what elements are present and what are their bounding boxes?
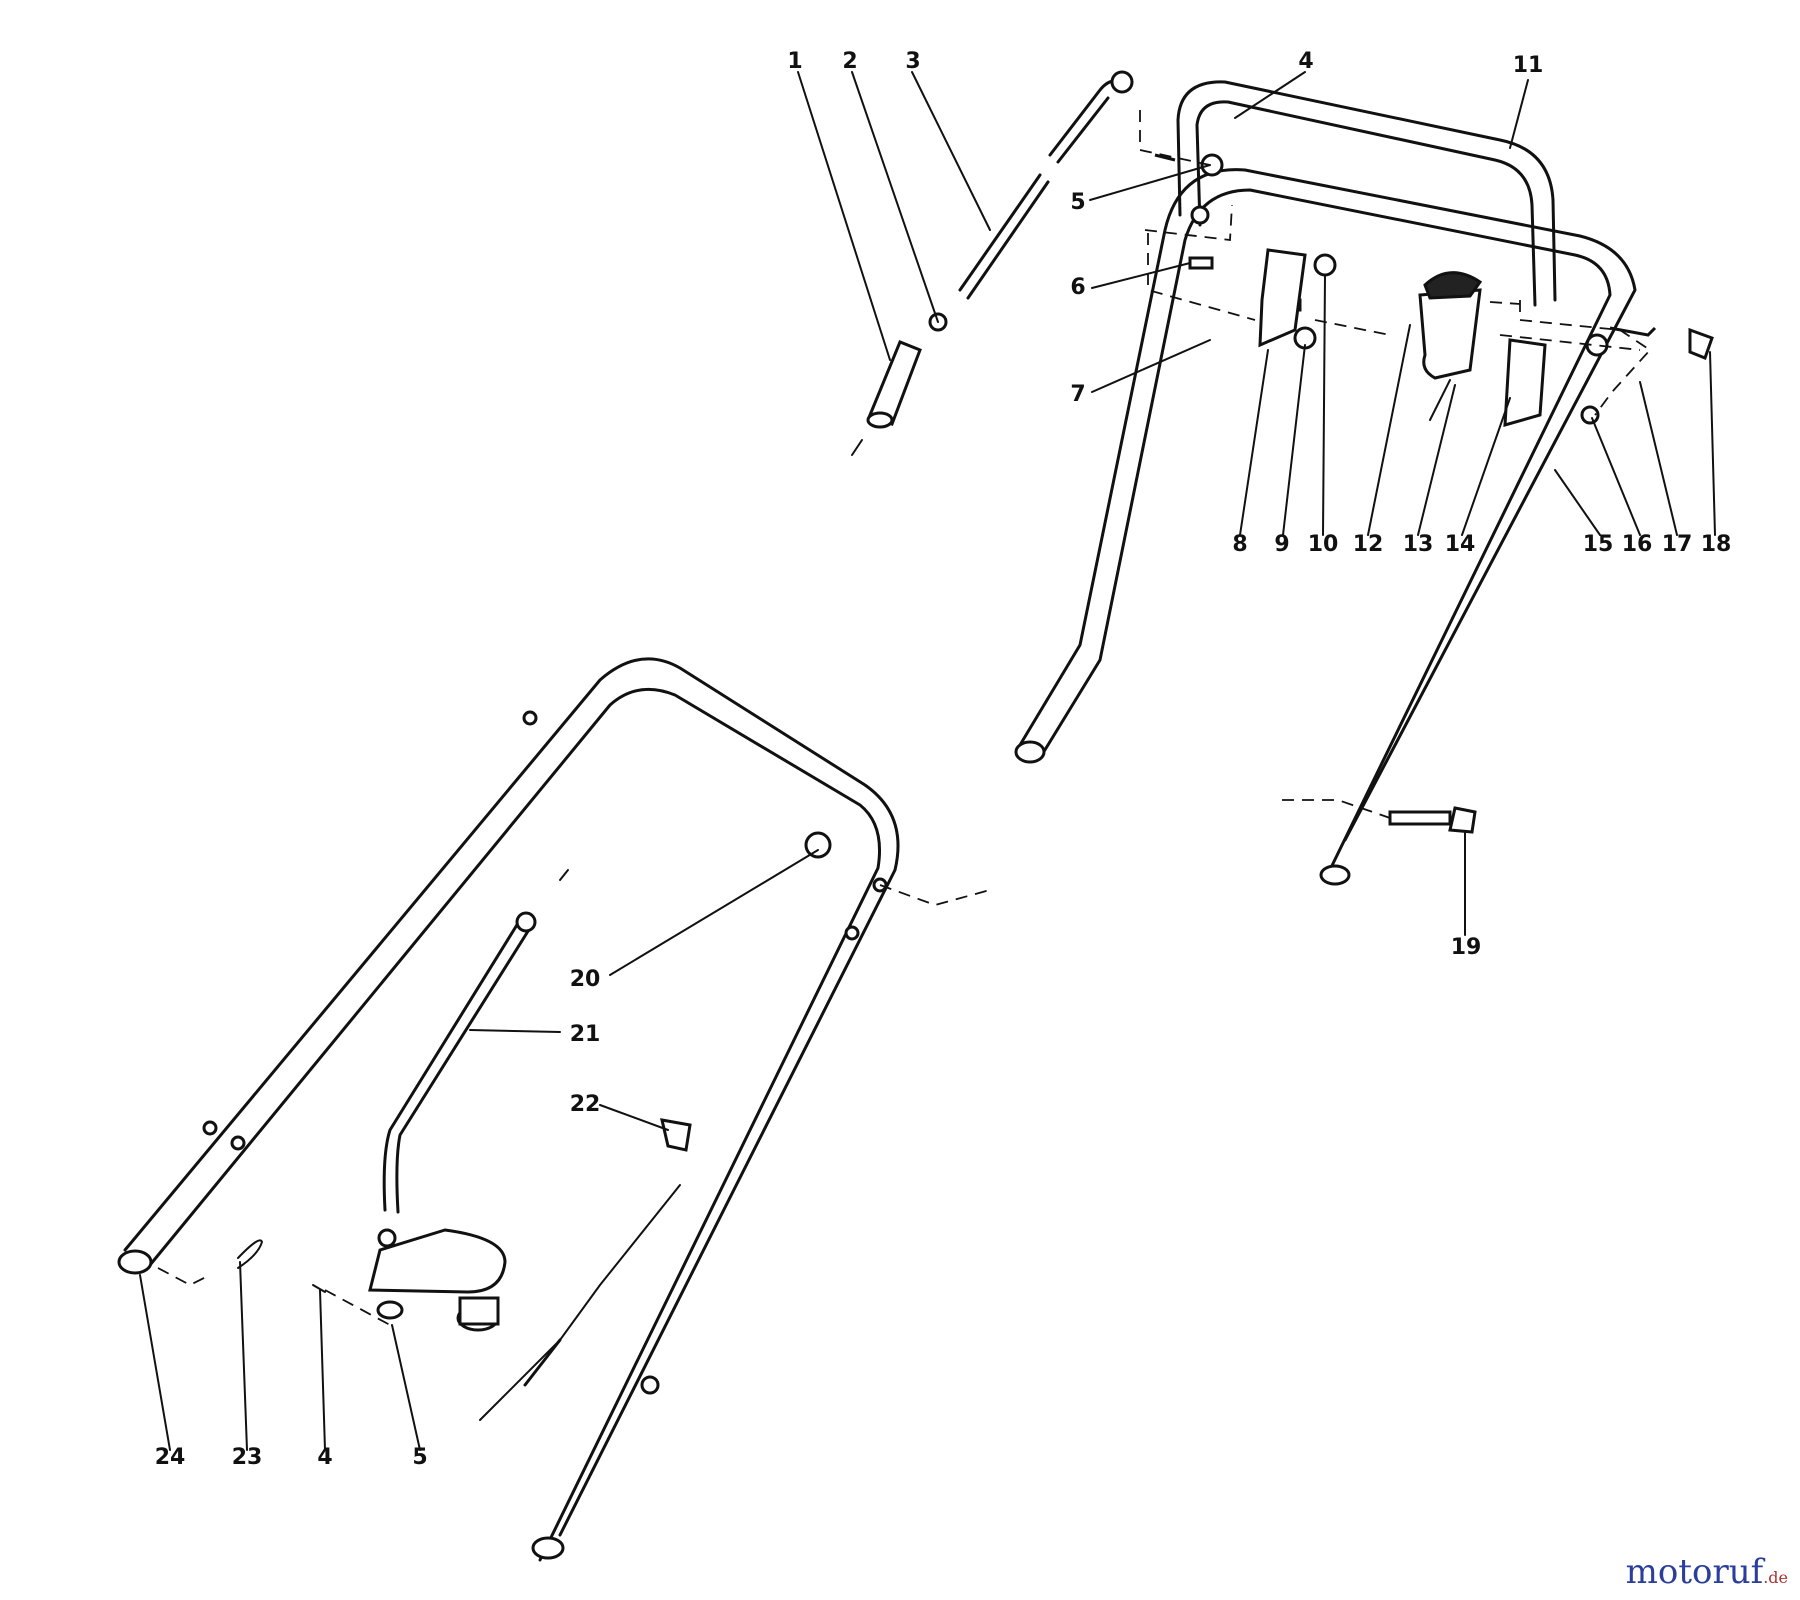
- upper-handle-rear: [1176, 80, 1557, 302]
- callout-1: 1: [787, 49, 802, 74]
- lower-handle: [123, 657, 900, 1537]
- watermark-brand: motoruf: [1625, 1552, 1764, 1592]
- callout-4-top: 4: [1298, 49, 1313, 74]
- callout-14: 14: [1445, 532, 1476, 557]
- callout-6: 6: [1070, 275, 1085, 300]
- lower-handle-assembly: [117, 657, 991, 1562]
- callout-10: 10: [1308, 532, 1339, 557]
- upper-handle-main: [1018, 168, 1637, 842]
- callout-3: 3: [905, 49, 920, 74]
- callout-5-top: 5: [1070, 190, 1085, 215]
- watermark-logo: motoruf.de: [1626, 1552, 1788, 1592]
- watermark-suffix: .de: [1763, 1568, 1788, 1587]
- callout-11: 11: [1513, 53, 1544, 78]
- callouts: 1 2 3 4 11 5 6 7 8 9 10 12 13 14 15 16 1…: [155, 49, 1732, 1470]
- callout-18: 18: [1701, 532, 1732, 557]
- callout-9: 9: [1274, 532, 1289, 557]
- callout-4-bottom: 4: [317, 1445, 332, 1470]
- callout-13: 13: [1403, 532, 1434, 557]
- callout-2: 2: [842, 49, 857, 74]
- callout-12: 12: [1353, 532, 1384, 557]
- callout-5-bottom: 5: [412, 1445, 427, 1470]
- throttle-control: [1418, 288, 1482, 380]
- callout-21: 21: [570, 1022, 601, 1047]
- callout-17: 17: [1662, 532, 1693, 557]
- callout-15: 15: [1583, 532, 1614, 557]
- callout-24: 24: [155, 1445, 186, 1470]
- callout-20: 20: [570, 967, 601, 992]
- callout-22: 22: [570, 1092, 601, 1117]
- callout-19: 19: [1451, 935, 1482, 960]
- callout-23: 23: [232, 1445, 263, 1470]
- callout-8: 8: [1232, 532, 1247, 557]
- rod-assembly: [851, 70, 1134, 456]
- upper-handle-assembly: [1014, 80, 1714, 886]
- callout-7: 7: [1070, 382, 1085, 407]
- leader-lines: [139, 71, 1716, 1451]
- callout-16: 16: [1622, 532, 1653, 557]
